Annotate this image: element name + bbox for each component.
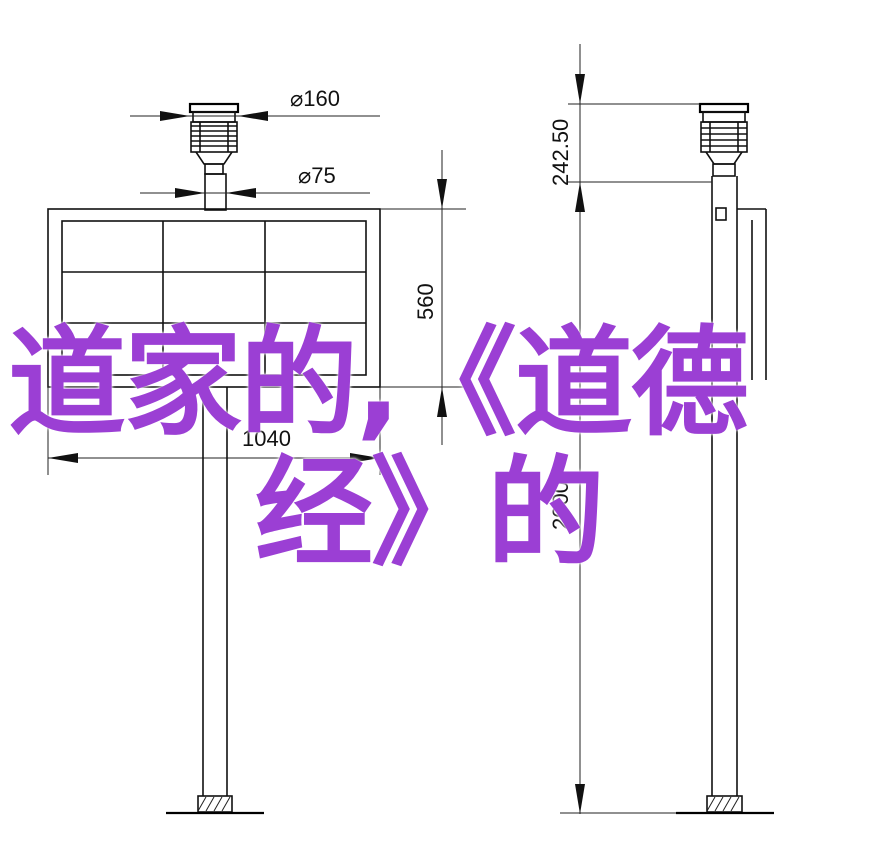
dimension-panel-height: 560 — [380, 150, 466, 445]
front-panel — [47, 208, 381, 388]
front-pole — [166, 387, 264, 815]
dimension-label-panel-height: 560 — [413, 283, 438, 320]
dimension-total-height: 2000 — [548, 44, 585, 814]
overlay-title-line-1: 道家的,《道德 — [8, 314, 749, 452]
dimension-label-top-diameter: ⌀160 — [290, 86, 340, 111]
side-view: 242.50 2000 — [548, 44, 774, 815]
dimension-panel-width: 1040 — [47, 387, 381, 475]
dimension-label-pole-diameter: ⌀75 — [298, 163, 336, 188]
dimension-label-total-height: 2000 — [548, 481, 573, 530]
dimension-pole-diameter: ⌀75 — [140, 163, 370, 198]
side-bracket — [711, 176, 767, 380]
dimension-sensor-height: 242.50 — [548, 103, 712, 186]
side-sensor-head — [698, 102, 750, 177]
overlay-title-line-2: 经》的 — [255, 444, 605, 582]
front-pole-top — [204, 173, 227, 211]
side-pole — [560, 222, 774, 815]
front-view: ⌀160 ⌀75 560 — [47, 86, 466, 815]
dimension-top-diameter: ⌀160 — [130, 86, 380, 121]
dimension-label-sensor-height: 242.50 — [548, 119, 573, 186]
front-sensor-head — [188, 102, 240, 175]
dimension-label-panel-width: 1040 — [242, 426, 291, 451]
